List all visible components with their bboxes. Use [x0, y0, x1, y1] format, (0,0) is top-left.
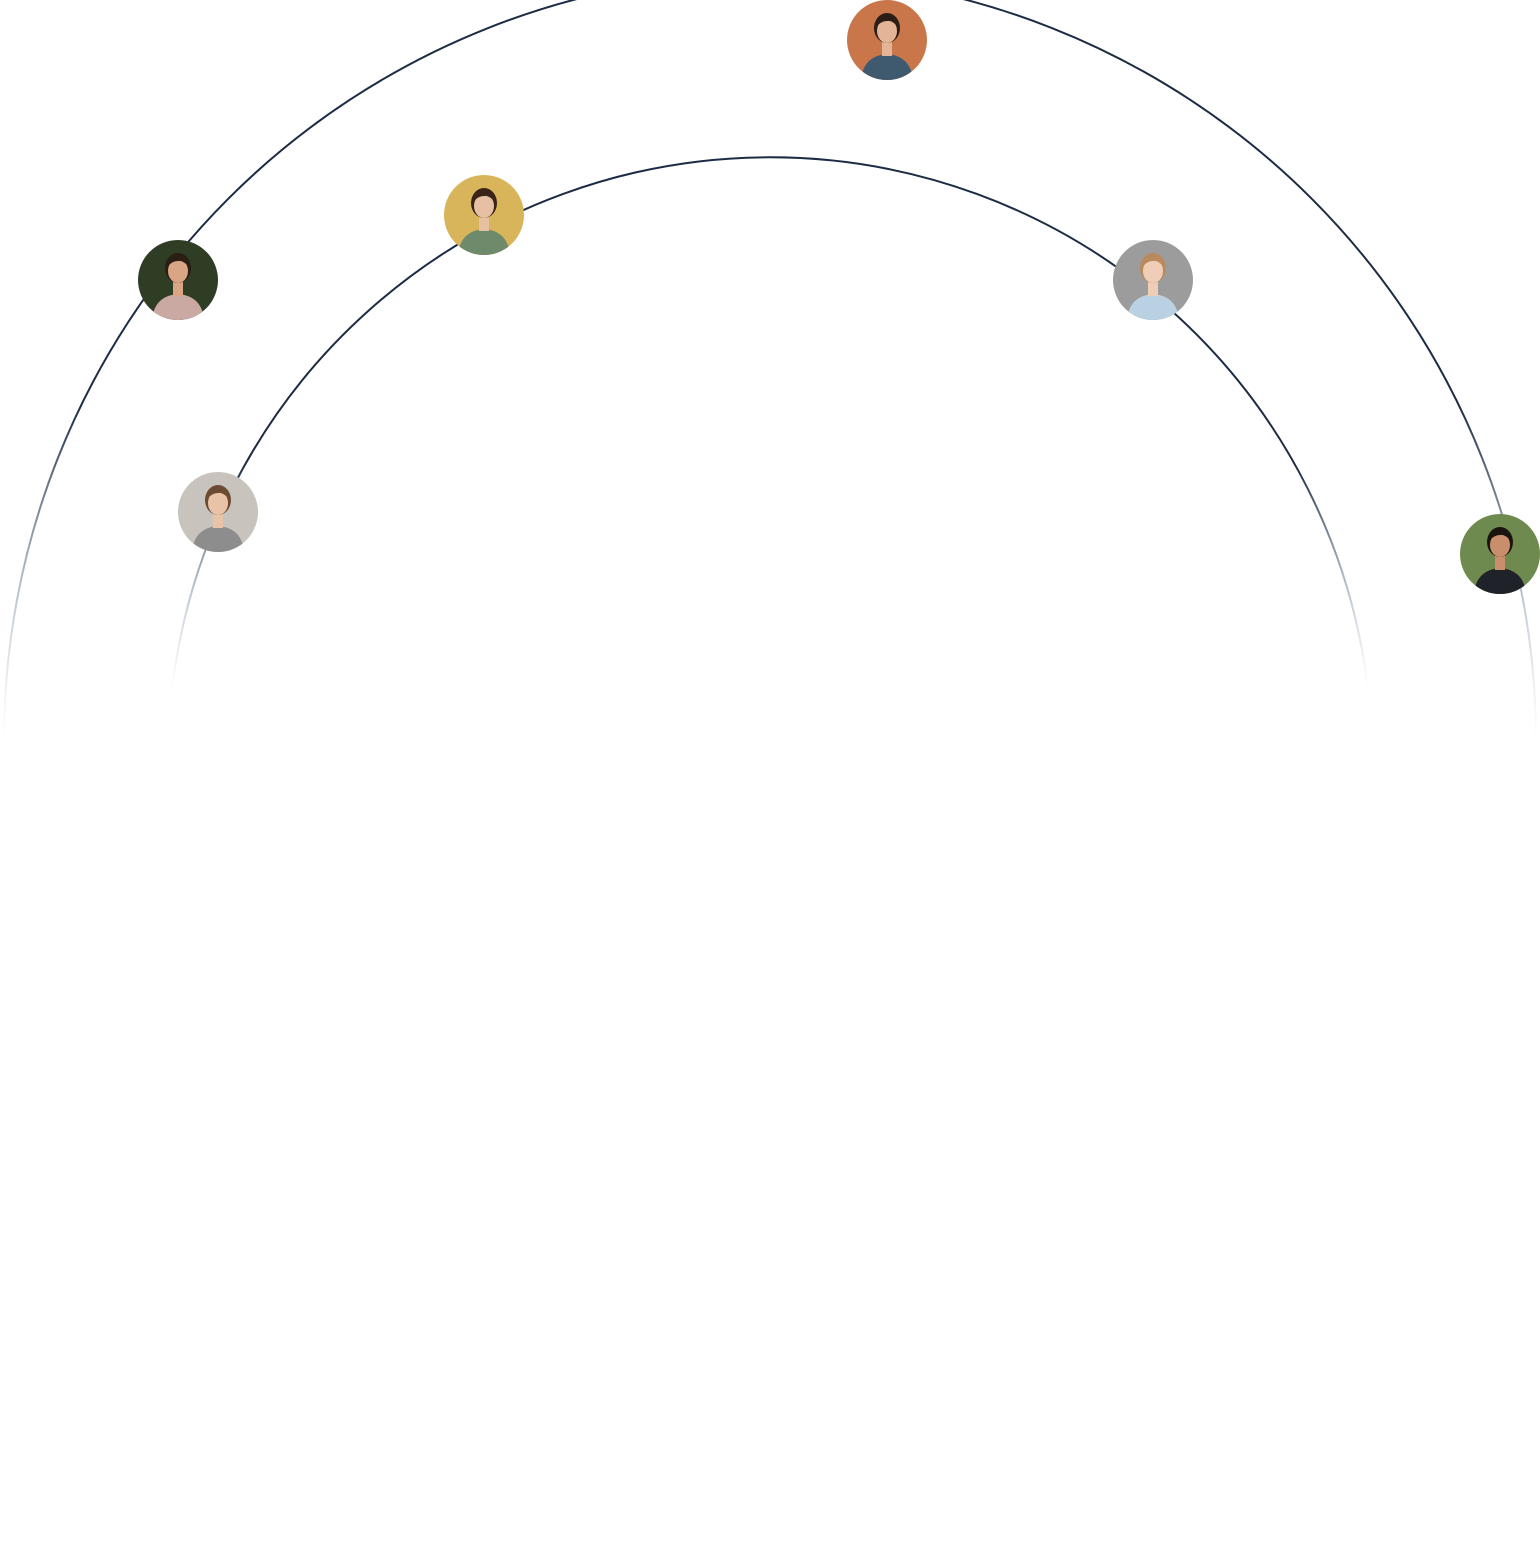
person-photo-icon: [178, 472, 258, 552]
avatar-man-dark-shirt: [1460, 514, 1540, 594]
avatar-woman-autumn-road: [444, 175, 524, 255]
person-photo-icon: [1460, 514, 1540, 594]
person-photo-icon: [1113, 240, 1193, 320]
person-photo-icon: [444, 175, 524, 255]
outer-orbit: [3, 0, 1537, 741]
person-photo-icon: [138, 240, 218, 320]
avatar-man-brick-wall: [847, 0, 927, 80]
inner-orbit: [171, 156, 1369, 691]
avatar-woman-grey-background: [1113, 240, 1193, 320]
person-photo-icon: [847, 0, 927, 80]
avatar-woman-grey-sweater: [178, 472, 258, 552]
avatar-man-sunglasses: [138, 240, 218, 320]
